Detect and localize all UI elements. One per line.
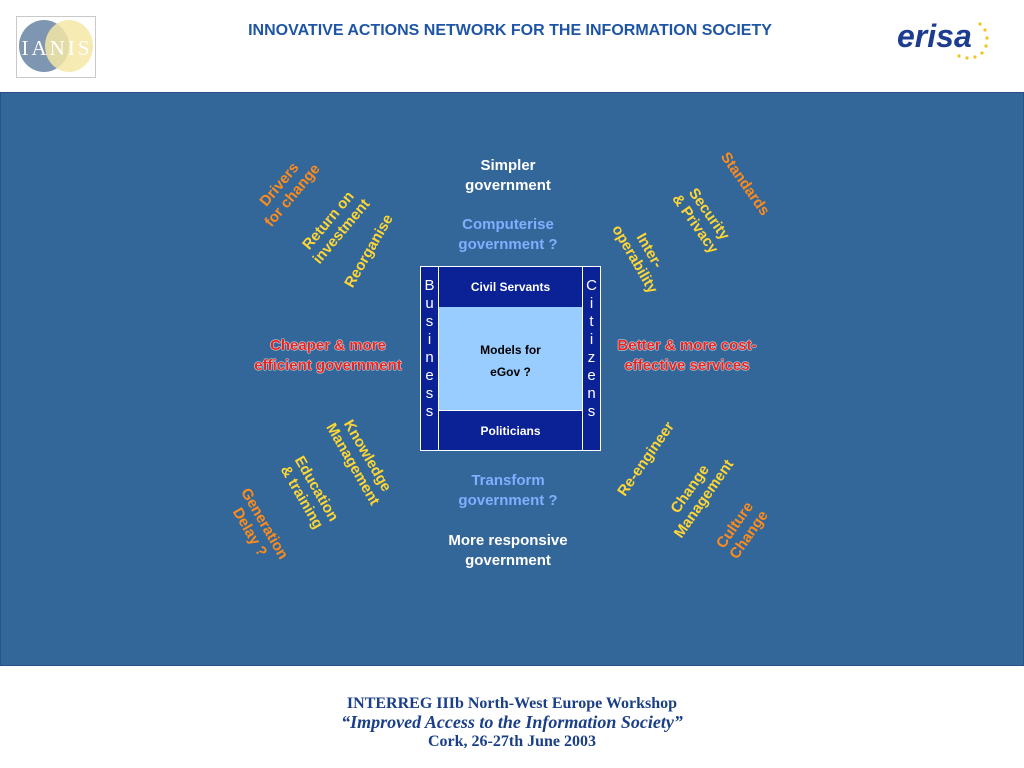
erisa-logo: erisa	[893, 10, 997, 62]
better-cost-effective-services-label: Better & more cost-effective services	[617, 337, 757, 374]
footer-date: Cork, 26-27th June 2003	[427, 733, 596, 750]
ianis-logo-text: IANIS	[21, 36, 93, 60]
civil-servants-box: Civil Servants	[438, 266, 583, 308]
footer-subtitle: “Improved Access to the Information Soci…	[341, 712, 683, 732]
ianis-logo: IANIS	[16, 16, 96, 78]
erisa-logo-text: erisa	[897, 18, 972, 54]
footer: INTERREG IIIb North-West Europe Workshop…	[0, 694, 1024, 751]
page-title: INNOVATIVE ACTIONS NETWORK FOR THE INFOR…	[248, 22, 772, 39]
politicians-box: Politicians	[438, 410, 583, 451]
footer-workshop: INTERREG IIIb North-West Europe Workshop	[346, 695, 678, 712]
